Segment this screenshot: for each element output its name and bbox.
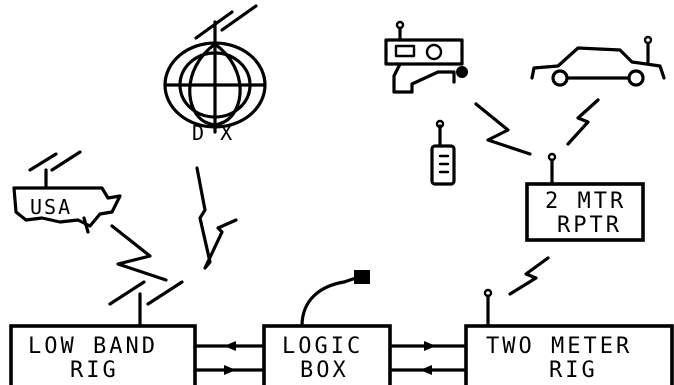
logic-line2: BOX (300, 358, 349, 383)
car-signal-icon (566, 98, 600, 146)
two-meter-rig-box (464, 324, 674, 385)
logic-two-meter-link (388, 341, 468, 375)
logic-line1: LOGIC (282, 334, 363, 359)
low-band-line1: LOW BAND (28, 334, 158, 359)
two-meter-line1: TWO METER (486, 334, 632, 359)
repeater-line2: RPTR (557, 213, 622, 238)
dx-globe-icon (163, 4, 267, 134)
usa-map-icon (12, 150, 122, 234)
dx-signal-icon (195, 166, 238, 270)
low-band-rig-box (9, 324, 197, 385)
usa-label: USA (30, 195, 72, 219)
repeater-box (525, 182, 645, 242)
two-meter-line2: RIG (549, 358, 598, 383)
low-band-line2: RIG (70, 358, 119, 383)
repeater-line1: 2 MTR (545, 189, 626, 214)
car-icon (530, 35, 666, 87)
logic-mic-icon (300, 270, 370, 328)
dx-label: D X (192, 121, 234, 145)
low-band-logic-link (193, 341, 266, 375)
logic-box (262, 324, 392, 385)
usa-signal-icon (110, 224, 168, 282)
base-station-icon (384, 20, 468, 94)
base-signal-icon (474, 102, 532, 156)
low-band-antenna-icon (108, 280, 184, 330)
repeater-signal-icon (508, 256, 550, 296)
handheld-radio-icon (430, 119, 456, 186)
